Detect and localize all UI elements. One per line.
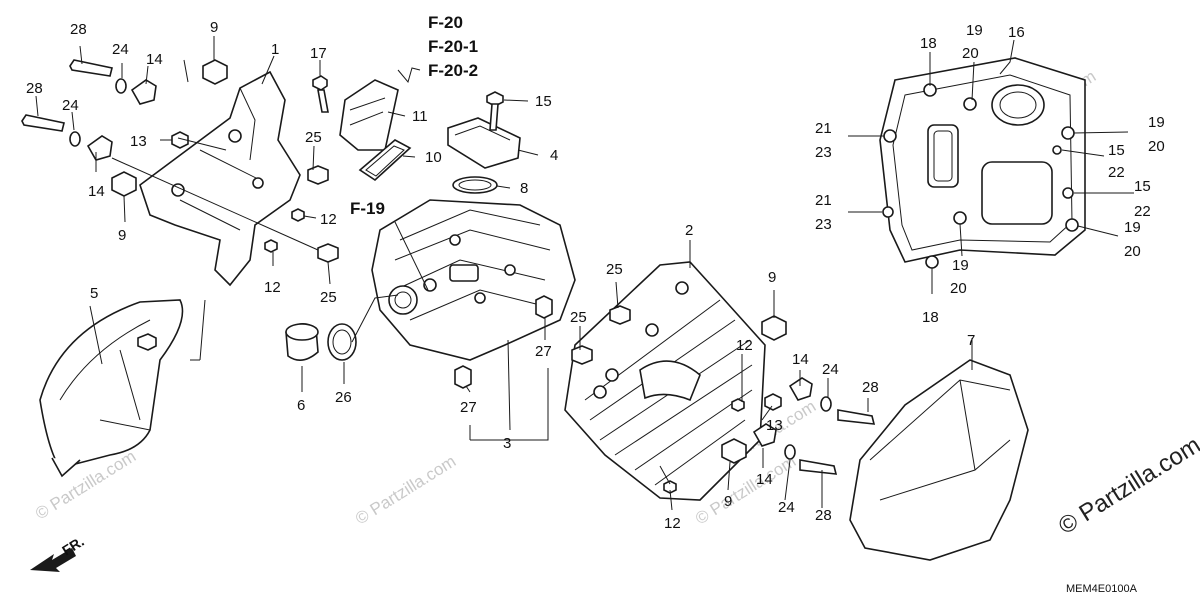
callout-26: 26	[335, 389, 352, 406]
callout-24-repeat: 24	[778, 499, 795, 516]
gasket-plate-part-16	[879, 57, 1086, 269]
callout-22: 22	[1108, 164, 1125, 181]
bracket-part-1	[139, 70, 301, 287]
bolt-part-15-upper	[486, 91, 504, 131]
callout-labels: 1 2 3 4 5 6 7 8 9 10 11 12 13 14 15 16 1…	[26, 19, 1165, 532]
cylinder-head-part-3	[371, 199, 576, 389]
callout-14: 14	[146, 51, 163, 68]
callout-24: 24	[112, 41, 129, 58]
callout-13-repeat: 13	[766, 417, 783, 434]
callout-9: 9	[210, 19, 218, 36]
breather-part-11	[339, 79, 399, 151]
callout-4: 4	[550, 147, 558, 164]
callout-28-repeat: 28	[862, 379, 879, 396]
callout-14-repeat: 14	[756, 471, 773, 488]
callout-1: 1	[271, 41, 279, 58]
callout-16: 16	[1008, 24, 1025, 41]
callout-17: 17	[310, 45, 327, 62]
ref-f-20-1: F-20-1	[428, 37, 478, 56]
callout-15-repeat: 15	[1108, 142, 1125, 159]
ref-f-19: F-19	[350, 199, 385, 218]
callout-15-repeat: 15	[1134, 178, 1151, 195]
callout-25-repeat: 25	[606, 261, 623, 278]
callout-19-repeat: 19	[1148, 114, 1165, 131]
gasket-part-10	[358, 139, 412, 182]
bolt-part-17	[312, 75, 329, 113]
callout-2: 2	[685, 222, 693, 239]
callout-28: 28	[70, 21, 87, 38]
callout-19: 19	[966, 22, 983, 39]
callout-7: 7	[967, 332, 975, 349]
callout-23-repeat: 23	[815, 216, 832, 233]
callout-23: 23	[815, 144, 832, 161]
callout-15: 15	[535, 93, 552, 110]
callout-21: 21	[815, 120, 832, 137]
callout-21-repeat: 21	[815, 192, 832, 209]
watermark: © Partzilla.com	[352, 452, 459, 529]
reference-labels: F-20 F-20-1 F-20-2 F-19	[350, 13, 478, 218]
oil-plug-part-6	[285, 323, 319, 361]
callout-28-repeat: 28	[26, 80, 43, 97]
callout-12-repeat: 12	[264, 279, 281, 296]
callout-22-repeat: 22	[1134, 203, 1151, 220]
callout-13: 13	[130, 133, 147, 150]
callout-8: 8	[520, 180, 528, 197]
callout-19-repeat: 19	[1124, 219, 1141, 236]
cover-part-4	[447, 117, 521, 169]
callout-10: 10	[425, 149, 442, 166]
callout-3: 3	[503, 435, 511, 452]
callout-9-repeat: 9	[768, 269, 776, 286]
callout-14-repeat: 14	[88, 183, 105, 200]
o-ring-part-8	[452, 176, 498, 194]
callout-9-repeat: 9	[724, 493, 732, 510]
leader-lines	[35, 36, 1134, 511]
callout-12-repeat: 12	[736, 337, 753, 354]
callout-20: 20	[962, 45, 979, 62]
callout-24-repeat: 24	[62, 97, 79, 114]
arrow-icon	[30, 548, 76, 572]
upper-left-fasteners	[21, 59, 339, 263]
callout-28-repeat: 28	[815, 507, 832, 524]
side-cover-part-5	[39, 299, 184, 478]
callout-19-repeat: 19	[952, 257, 969, 274]
callout-20-repeat: 20	[1124, 243, 1141, 260]
callout-20-repeat: 20	[950, 280, 967, 297]
front-direction-marker: FR.	[30, 533, 87, 572]
ref-f-20-2: F-20-2	[428, 61, 478, 80]
callout-6: 6	[297, 397, 305, 414]
head-cover-part-2	[564, 261, 766, 501]
callout-18-repeat: 18	[922, 309, 939, 326]
callout-25: 25	[305, 129, 322, 146]
callout-27: 27	[535, 343, 552, 360]
callout-20-repeat: 20	[1148, 138, 1165, 155]
right-side-fasteners	[571, 305, 876, 494]
callout-9-repeat: 9	[118, 227, 126, 244]
watermark-main: © Partzilla.com	[1054, 431, 1200, 540]
callout-24-repeat: 24	[822, 361, 839, 378]
callout-25-repeat: 25	[570, 309, 587, 326]
part-code: MEM4E0100A	[1066, 583, 1138, 595]
callout-25-repeat: 25	[320, 289, 337, 306]
ref-f-20: F-20	[428, 13, 463, 32]
outer-cover-part-7	[849, 359, 1029, 561]
callout-18: 18	[920, 35, 937, 52]
callout-27-repeat: 27	[460, 399, 477, 416]
callout-5: 5	[90, 285, 98, 302]
callout-14-repeat: 14	[792, 351, 809, 368]
callout-12-repeat: 12	[664, 515, 681, 532]
callout-12: 12	[320, 211, 337, 228]
callout-11: 11	[412, 108, 428, 125]
o-ring-part-26	[327, 323, 357, 361]
